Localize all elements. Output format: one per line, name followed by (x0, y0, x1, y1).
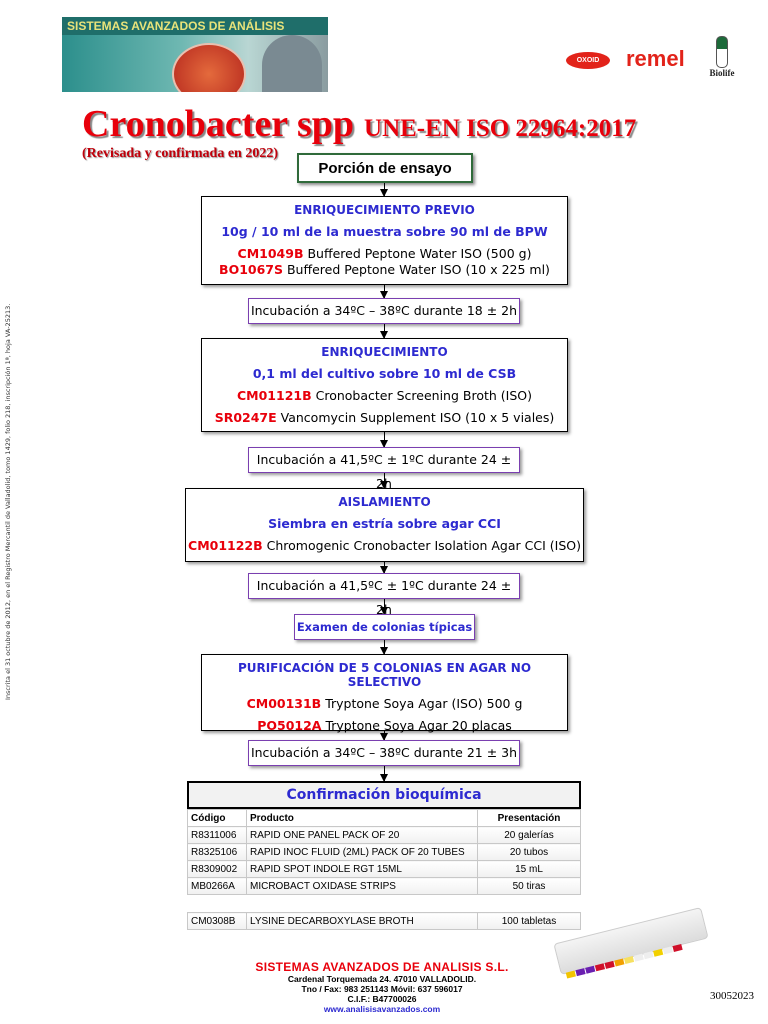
start-box: Porción de ensayo (297, 153, 473, 183)
product-line: CM00131B Tryptone Soya Agar (ISO) 500 g (202, 696, 567, 711)
product-code: PO5012A (257, 718, 322, 733)
col-product: Producto (246, 809, 478, 827)
page-title: Cronobacter spp UNE-EN ISO 22964:2017 (82, 102, 636, 146)
cell-code: MB0266A (187, 877, 247, 895)
arrow (380, 432, 388, 448)
col-presentation: Presentación (477, 809, 581, 827)
product-code: CM01122B (188, 538, 263, 553)
product-line: SR0247E Vancomycin Supplement ISO (10 x … (202, 410, 567, 425)
footer-company: SISTEMAS AVANZADOS DE ANALISIS S.L. (255, 960, 509, 974)
cell-product: MICROBACT OXIDASE STRIPS (246, 877, 478, 895)
arrow (380, 640, 388, 655)
registry-note: Inscrita el 31 octubre de 2012, en el Re… (4, 303, 12, 700)
title-main: Cronobacter spp (82, 103, 355, 145)
document-code: 30052023 (710, 990, 754, 1002)
product-code: CM1049B (237, 246, 304, 261)
enrichment-box: ENRIQUECIMIENTO 0,1 ml del cultivo sobre… (201, 338, 568, 432)
product-code: CM00131B (246, 696, 322, 711)
title-standard: UNE-EN ISO 22964:2017 (364, 115, 637, 142)
footer: SISTEMAS AVANZADOS DE ANALISIS S.L. Card… (200, 960, 564, 1015)
box-heading: PURIFICACIÓN DE 5 COLONIAS EN AGAR NO SE… (237, 661, 532, 689)
incubation-box: Incubación a 41,5ºC ± 1ºC durante 24 ± 2… (248, 447, 520, 491)
cell-product: RAPID INOC FLUID (2ML) PACK OF 20 TUBES (246, 843, 478, 861)
box-instruction: 0,1 ml del cultivo sobre 10 ml de CSB (252, 366, 517, 381)
product-line: BO1067S Buffered Peptone Water ISO (10 x… (202, 262, 567, 277)
box-instruction: 10g / 10 ml de la muestra sobre 90 ml de… (221, 224, 548, 239)
product-name: Cronobacter Screening Broth (ISO) (311, 388, 532, 403)
cell-code: R8309002 (187, 860, 247, 878)
glove-image (262, 35, 322, 92)
cell-code: CM0308B (187, 912, 247, 930)
box-heading: ENRIQUECIMIENTO (321, 345, 448, 359)
arrow (380, 766, 388, 782)
biolife-label: Biolife (709, 68, 735, 78)
product-code: CM01121B (237, 388, 312, 403)
isolation-box: AISLAMIENTO Siembra en estría sobre agar… (185, 488, 584, 562)
product-line: CM1049B Buffered Peptone Water ISO (500 … (202, 246, 567, 261)
purification-box: PURIFICACIÓN DE 5 COLONIAS EN AGAR NO SE… (201, 654, 568, 733)
cell-product: RAPID SPOT INDOLE RGT 15ML (246, 860, 478, 878)
product-code: BO1067S (219, 262, 283, 277)
product-line: PO5012A Tryptone Soya Agar 20 placas (202, 718, 567, 733)
banner-text: SISTEMAS AVANZADOS DE ANÁLISIS (62, 17, 328, 35)
cell-product: RAPID ONE PANEL PACK OF 20 (246, 826, 478, 844)
tree-icon (716, 36, 728, 68)
cell-presentation: 20 galerías (477, 826, 581, 844)
arrow (380, 183, 388, 197)
oxoid-logo: OXOID (566, 52, 610, 69)
petri-dish-image (172, 43, 246, 92)
pre-enrichment-box: ENRIQUECIMIENTO PREVIO 10g / 10 ml de la… (201, 196, 568, 285)
cell-code: R8325106 (187, 843, 247, 861)
product-code: SR0247E (214, 410, 277, 425)
arrow (380, 562, 388, 574)
product-name: Tryptone Soya Agar (ISO) 500 g (321, 696, 523, 711)
confirmation-heading: Confirmación bioquímica (187, 781, 581, 809)
arrow (380, 599, 388, 615)
arrow (380, 285, 388, 299)
arrow (380, 731, 388, 741)
arrow (380, 473, 388, 489)
cell-presentation: 100 tabletas (477, 912, 581, 930)
cell-presentation: 20 tubos (477, 843, 581, 861)
incubation-box: Incubación a 34ºC – 38ºC durante 21 ± 3h (248, 740, 520, 766)
cell-code: R8311006 (187, 826, 247, 844)
exam-box: Examen de colonias típicas (294, 614, 475, 640)
product-name: Vancomycin Supplement ISO (10 x 5 viales… (276, 410, 555, 425)
product-name: Buffered Peptone Water ISO (500 g) (303, 246, 532, 261)
arrow (380, 324, 388, 339)
col-code: Código (187, 809, 247, 827)
cell-presentation: 15 mL (477, 860, 581, 878)
footer-cif: C.I.F.: B47700026 (347, 994, 417, 1004)
incubation-box: Incubación a 41,5ºC ± 1ºC durante 24 ± 2… (248, 573, 520, 617)
product-line: CM01122B Chromogenic Cronobacter Isolati… (186, 538, 583, 553)
company-banner: SISTEMAS AVANZADOS DE ANÁLISIS (62, 17, 328, 92)
box-heading: ENRIQUECIMIENTO PREVIO (294, 203, 475, 217)
footer-phone: Tno / Fax: 983 251143 Móvil: 637 596017 (301, 984, 463, 994)
product-name: Chromogenic Cronobacter Isolation Agar C… (262, 538, 581, 553)
remel-logo: remel (626, 46, 685, 71)
cell-product: LYSINE DECARBOXYLASE BROTH (246, 912, 478, 930)
subtitle: (Revisada y confirmada en 2022) (82, 146, 278, 161)
biolife-logo: Biolife (706, 36, 738, 78)
box-heading: AISLAMIENTO (338, 495, 431, 509)
cell-presentation: 50 tiras (477, 877, 581, 895)
footer-address: Cardenal Torquemada 24. 47010 VALLADOLID… (287, 974, 477, 984)
footer-website-link[interactable]: www.analisisavanzados.com (323, 1004, 441, 1014)
product-name: Buffered Peptone Water ISO (10 x 225 ml) (283, 262, 550, 277)
box-instruction: Siembra en estría sobre agar CCI (268, 516, 501, 531)
product-name: Tryptone Soya Agar 20 placas (321, 718, 512, 733)
incubation-box: Incubación a 34ºC – 38ºC durante 18 ± 2h (248, 298, 520, 324)
product-line: CM01121B Cronobacter Screening Broth (IS… (202, 388, 567, 403)
